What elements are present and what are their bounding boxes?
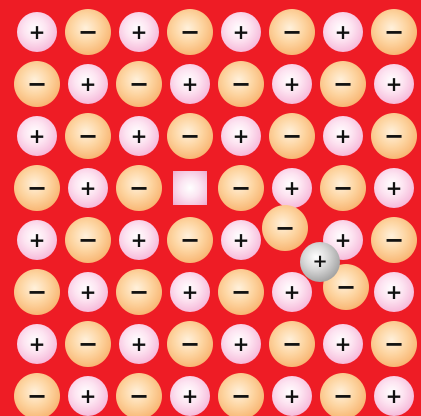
cation-ion: +	[221, 116, 261, 156]
displaced-anion-ion: −	[262, 205, 308, 251]
anion-ion: −	[218, 165, 264, 211]
anion-ion: −	[65, 217, 111, 263]
cation-ion: +	[68, 272, 108, 312]
anion-ion: −	[116, 165, 162, 211]
cation-ion: +	[272, 64, 312, 104]
anion-ion: −	[218, 373, 264, 416]
anion-ion: −	[371, 9, 417, 55]
cation-ion: +	[323, 12, 363, 52]
anion-ion: −	[14, 165, 60, 211]
cation-ion: +	[323, 324, 363, 364]
cation-ion: +	[221, 12, 261, 52]
cation-ion: +	[374, 168, 414, 208]
anion-ion: −	[167, 217, 213, 263]
cation-ion: +	[119, 324, 159, 364]
anion-ion: −	[269, 9, 315, 55]
cation-ion: +	[221, 220, 261, 260]
anion-ion: −	[14, 373, 60, 416]
cation-ion: +	[374, 272, 414, 312]
anion-ion: −	[371, 113, 417, 159]
cation-ion: +	[272, 168, 312, 208]
cation-ion: +	[170, 272, 210, 312]
anion-ion: −	[14, 61, 60, 107]
cation-ion: +	[17, 12, 57, 52]
anion-ion: −	[14, 269, 60, 315]
anion-ion: −	[167, 9, 213, 55]
cation-ion: +	[119, 12, 159, 52]
anion-ion: −	[320, 165, 366, 211]
cation-ion: +	[119, 220, 159, 260]
cation-ion: +	[17, 116, 57, 156]
interstitial-ion: +	[300, 242, 340, 282]
anion-ion: −	[116, 269, 162, 315]
anion-ion: −	[116, 373, 162, 416]
anion-ion: −	[269, 113, 315, 159]
anion-ion: −	[167, 321, 213, 367]
cation-ion: +	[68, 376, 108, 416]
anion-ion: −	[320, 61, 366, 107]
anion-ion: −	[371, 321, 417, 367]
cation-ion: +	[68, 64, 108, 104]
displaced-cation-ion: +	[272, 272, 312, 312]
cation-ion: +	[17, 324, 57, 364]
anion-ion: −	[65, 113, 111, 159]
cation-ion: +	[221, 324, 261, 364]
cation-ion: +	[17, 220, 57, 260]
cation-ion: +	[119, 116, 159, 156]
cation-ion: +	[323, 116, 363, 156]
anion-ion: −	[269, 321, 315, 367]
cation-ion: +	[170, 64, 210, 104]
anion-ion: −	[371, 217, 417, 263]
lattice-vacancy	[173, 171, 207, 205]
cation-ion: +	[272, 376, 312, 416]
cation-ion: +	[374, 64, 414, 104]
cation-ion: +	[170, 376, 210, 416]
cation-ion: +	[68, 168, 108, 208]
anion-ion: −	[167, 113, 213, 159]
anion-ion: −	[65, 321, 111, 367]
anion-ion: −	[218, 61, 264, 107]
anion-ion: −	[65, 9, 111, 55]
anion-ion: −	[218, 269, 264, 315]
cation-ion: +	[374, 376, 414, 416]
anion-ion: −	[320, 373, 366, 416]
anion-ion: −	[116, 61, 162, 107]
